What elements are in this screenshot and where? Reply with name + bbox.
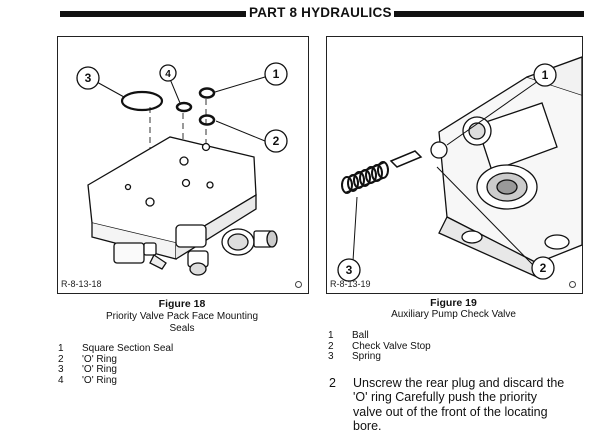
figure-19-panel: 1 2 3 R-8-13-19 bbox=[326, 36, 583, 294]
o-ring-2 bbox=[198, 114, 216, 126]
page-section-title: PART 8 HYDRAULICS bbox=[249, 5, 392, 20]
instruction-line-3: valve out of the front of the locating bbox=[353, 404, 548, 419]
header-rule-left bbox=[60, 11, 246, 17]
callout-2: 2 bbox=[540, 261, 547, 275]
figure-18-corner-ring bbox=[295, 281, 302, 288]
header-rule-right bbox=[394, 11, 584, 17]
figure-18-caption-line-2: Seals bbox=[169, 323, 195, 334]
callout-3: 3 bbox=[85, 71, 92, 85]
figure-19-caption-line-1: Auxiliary Pump Check Valve bbox=[391, 309, 516, 320]
check-valve-spring bbox=[341, 161, 389, 194]
list-item: 3'O' Ring bbox=[58, 364, 117, 375]
figure-18-panel: 3 4 1 2 R-8-13-18 bbox=[57, 36, 309, 294]
o-ring-1 bbox=[198, 87, 216, 99]
figure-18-caption-title: Figure 18 bbox=[158, 298, 206, 310]
figure-19-illustration: 1 2 3 bbox=[337, 56, 582, 282]
callout-4: 4 bbox=[165, 69, 171, 80]
figure-18-illustration: 3 4 1 2 bbox=[76, 62, 288, 276]
square-section-seal-3 bbox=[120, 90, 164, 112]
callout-1: 1 bbox=[273, 67, 280, 81]
list-item: 4'O' Ring bbox=[58, 374, 117, 386]
figure-19-caption-title: Figure 19 bbox=[430, 297, 477, 309]
list-item: 2'O' Ring bbox=[58, 353, 117, 365]
figure-19-corner-ring bbox=[569, 281, 576, 288]
instruction-line-2: 'O' ring Carefully push the priority bbox=[353, 390, 538, 405]
o-ring-4 bbox=[175, 101, 193, 113]
instruction-paragraph: Unscrew the rear plug and discard the 'O… bbox=[353, 376, 583, 433]
instruction-step-number: 2 bbox=[329, 376, 336, 390]
figure-19-ref-code: R-8-13-19 bbox=[330, 279, 371, 289]
callout-3: 3 bbox=[346, 263, 353, 277]
figure-18-ref-code: R-8-13-18 bbox=[61, 279, 102, 289]
callout-1: 1 bbox=[542, 68, 549, 82]
instruction-line-1: Unscrew the rear plug and discard the bbox=[353, 376, 565, 390]
callout-2: 2 bbox=[273, 134, 280, 148]
check-valve-ball bbox=[430, 141, 448, 159]
instruction-line-4: bore. bbox=[353, 418, 382, 433]
check-valve-stop bbox=[389, 150, 423, 168]
figure-18-caption-line-1: Priority Valve Pack Face Mounting bbox=[105, 311, 259, 322]
